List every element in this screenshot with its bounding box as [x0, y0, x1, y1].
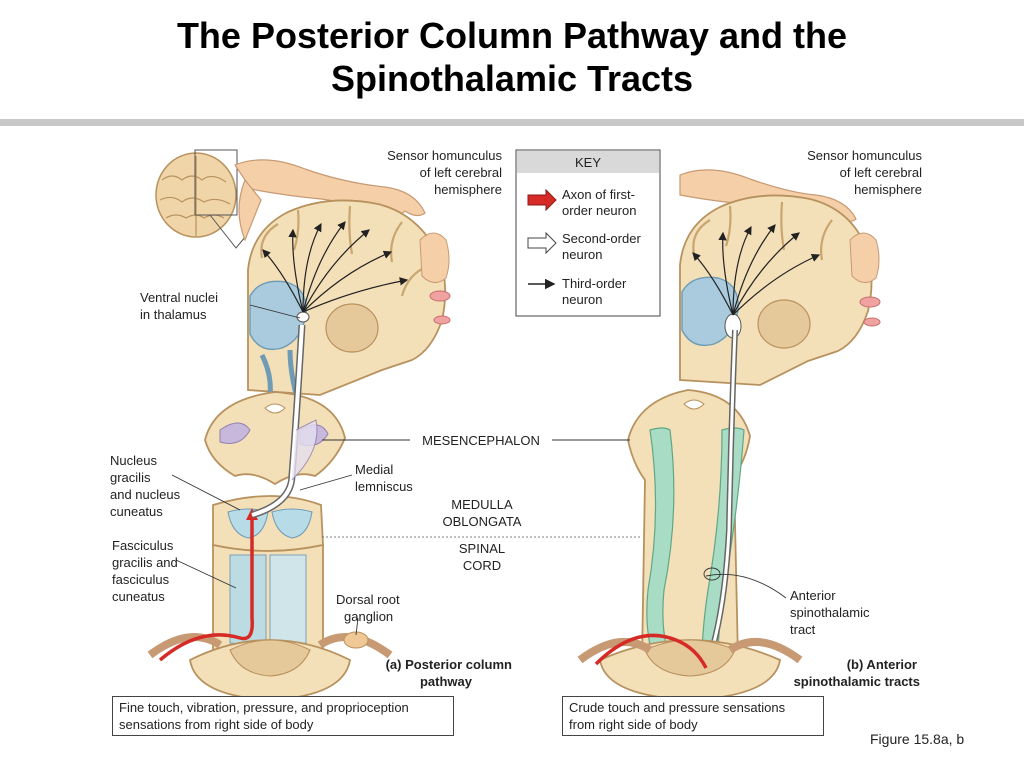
medulla-label-1: MEDULLA	[451, 497, 513, 512]
leader-lines-a	[171, 304, 359, 636]
homunculus-face-b	[849, 232, 880, 283]
title-line-2: Spinothalamic Tracts	[330, 58, 694, 99]
tract-label-2: spinothalamic	[790, 605, 870, 620]
key-item-3-line1: Third-order	[562, 276, 627, 291]
sensation-a-line2: sensations from right side of body	[119, 717, 314, 732]
nucleus-label-4: cuneatus	[110, 504, 163, 519]
whole-brain-illustration	[155, 149, 247, 249]
sensation-box-a: Fine touch, vibration, pressure, and pro…	[112, 696, 454, 736]
page-title: The Posterior Column Pathway and the Spi…	[0, 14, 1024, 100]
medulla-label-2: OBLONGATA	[443, 514, 522, 529]
caption-b-1: (b) Anterior	[847, 657, 917, 672]
third-order-fibers-a	[262, 221, 409, 313]
leader-lines-b	[703, 567, 787, 599]
nucleus-label-2: gracilis	[110, 470, 151, 485]
homunculus-label-b-1: Sensor homunculus	[807, 148, 922, 163]
labels-a: Sensor homunculus of left cerebral hemis…	[110, 148, 512, 689]
tract-label-1: Anterior	[790, 588, 836, 603]
figure-reference: Figure 15.8a, b	[870, 731, 965, 747]
title-divider	[0, 119, 1024, 126]
homunculus-label-a-3: hemisphere	[434, 182, 502, 197]
key-second-order-swatch	[527, 231, 557, 255]
caption-a-2: pathway	[420, 674, 473, 689]
labels-center: MESENCEPHALON MEDULLA OBLONGATA SPINAL C…	[422, 433, 540, 573]
caption-a-1: (a) Posterior column	[386, 657, 512, 672]
homunculus-arm	[234, 159, 426, 217]
thalamus-label-2: in thalamus	[140, 307, 207, 322]
level-lines	[322, 439, 640, 538]
key-item-2-line1: Second-order	[562, 231, 641, 246]
sensation-b-line1: Crude touch and pressure sensations	[569, 700, 786, 715]
ganglion-label-2: ganglion	[344, 609, 393, 624]
homunculus-label-a-2: of left cerebral	[420, 165, 502, 180]
key-item-1-line2: order neuron	[562, 203, 636, 218]
homunculus-label-b-2: of left cerebral	[840, 165, 922, 180]
sensation-b-line2: from right side of body	[569, 717, 698, 732]
nucleus-label-1: Nucleus	[110, 453, 157, 468]
fasciculus-label-1: Fasciculus	[112, 538, 174, 553]
sensation-a-line1: Fine touch, vibration, pressure, and pro…	[119, 700, 409, 715]
third-order-fibers-b	[692, 224, 821, 316]
key-first-order-swatch	[527, 188, 557, 212]
key-item-1-line1: Axon of first-	[562, 187, 635, 202]
mesencephalon-a	[204, 391, 346, 486]
nucleus-label-3: and nucleus	[110, 487, 181, 502]
panel-b	[577, 169, 881, 701]
tract-label-3: tract	[790, 622, 816, 637]
sensation-box-b: Crude touch and pressure sensations from…	[562, 696, 824, 736]
key-heading: KEY	[575, 155, 601, 170]
mesencephalon-label: MESENCEPHALON	[422, 433, 540, 448]
thalamus-label-1: Ventral nuclei	[140, 290, 218, 305]
title-line-1: The Posterior Column Pathway and the	[176, 15, 848, 56]
fasciculus-label-2: gracilis and	[112, 555, 178, 570]
lemniscus-label-1: Medial	[355, 462, 393, 477]
homunculus-label-a-1: Sensor homunculus	[387, 148, 502, 163]
fasciculus-label-3: fasciculus	[112, 572, 170, 587]
fasciculus-label-4: cuneatus	[112, 589, 165, 604]
first-order-axon-a	[158, 515, 254, 662]
key-item-3-line2: neuron	[562, 292, 602, 307]
homunculus-face-a	[419, 232, 450, 283]
first-order-axon-b	[594, 633, 708, 669]
spinal-label-1: SPINAL	[459, 541, 505, 556]
panel-a	[147, 149, 451, 701]
ganglion-label-1: Dorsal root	[336, 592, 400, 607]
labels-b: Sensor homunculus of left cerebral hemis…	[790, 148, 922, 689]
homunculus-label-b-3: hemisphere	[854, 182, 922, 197]
key-legend: KEY Axon of first- order neuron Second-o…	[515, 149, 661, 317]
lemniscus-label-2: lemniscus	[355, 479, 413, 494]
caption-b-2: spinothalamic tracts	[794, 674, 920, 689]
spinal-label-2: CORD	[463, 558, 501, 573]
key-item-2-line2: neuron	[562, 247, 602, 262]
spinothalamic-tract-right	[701, 427, 745, 661]
